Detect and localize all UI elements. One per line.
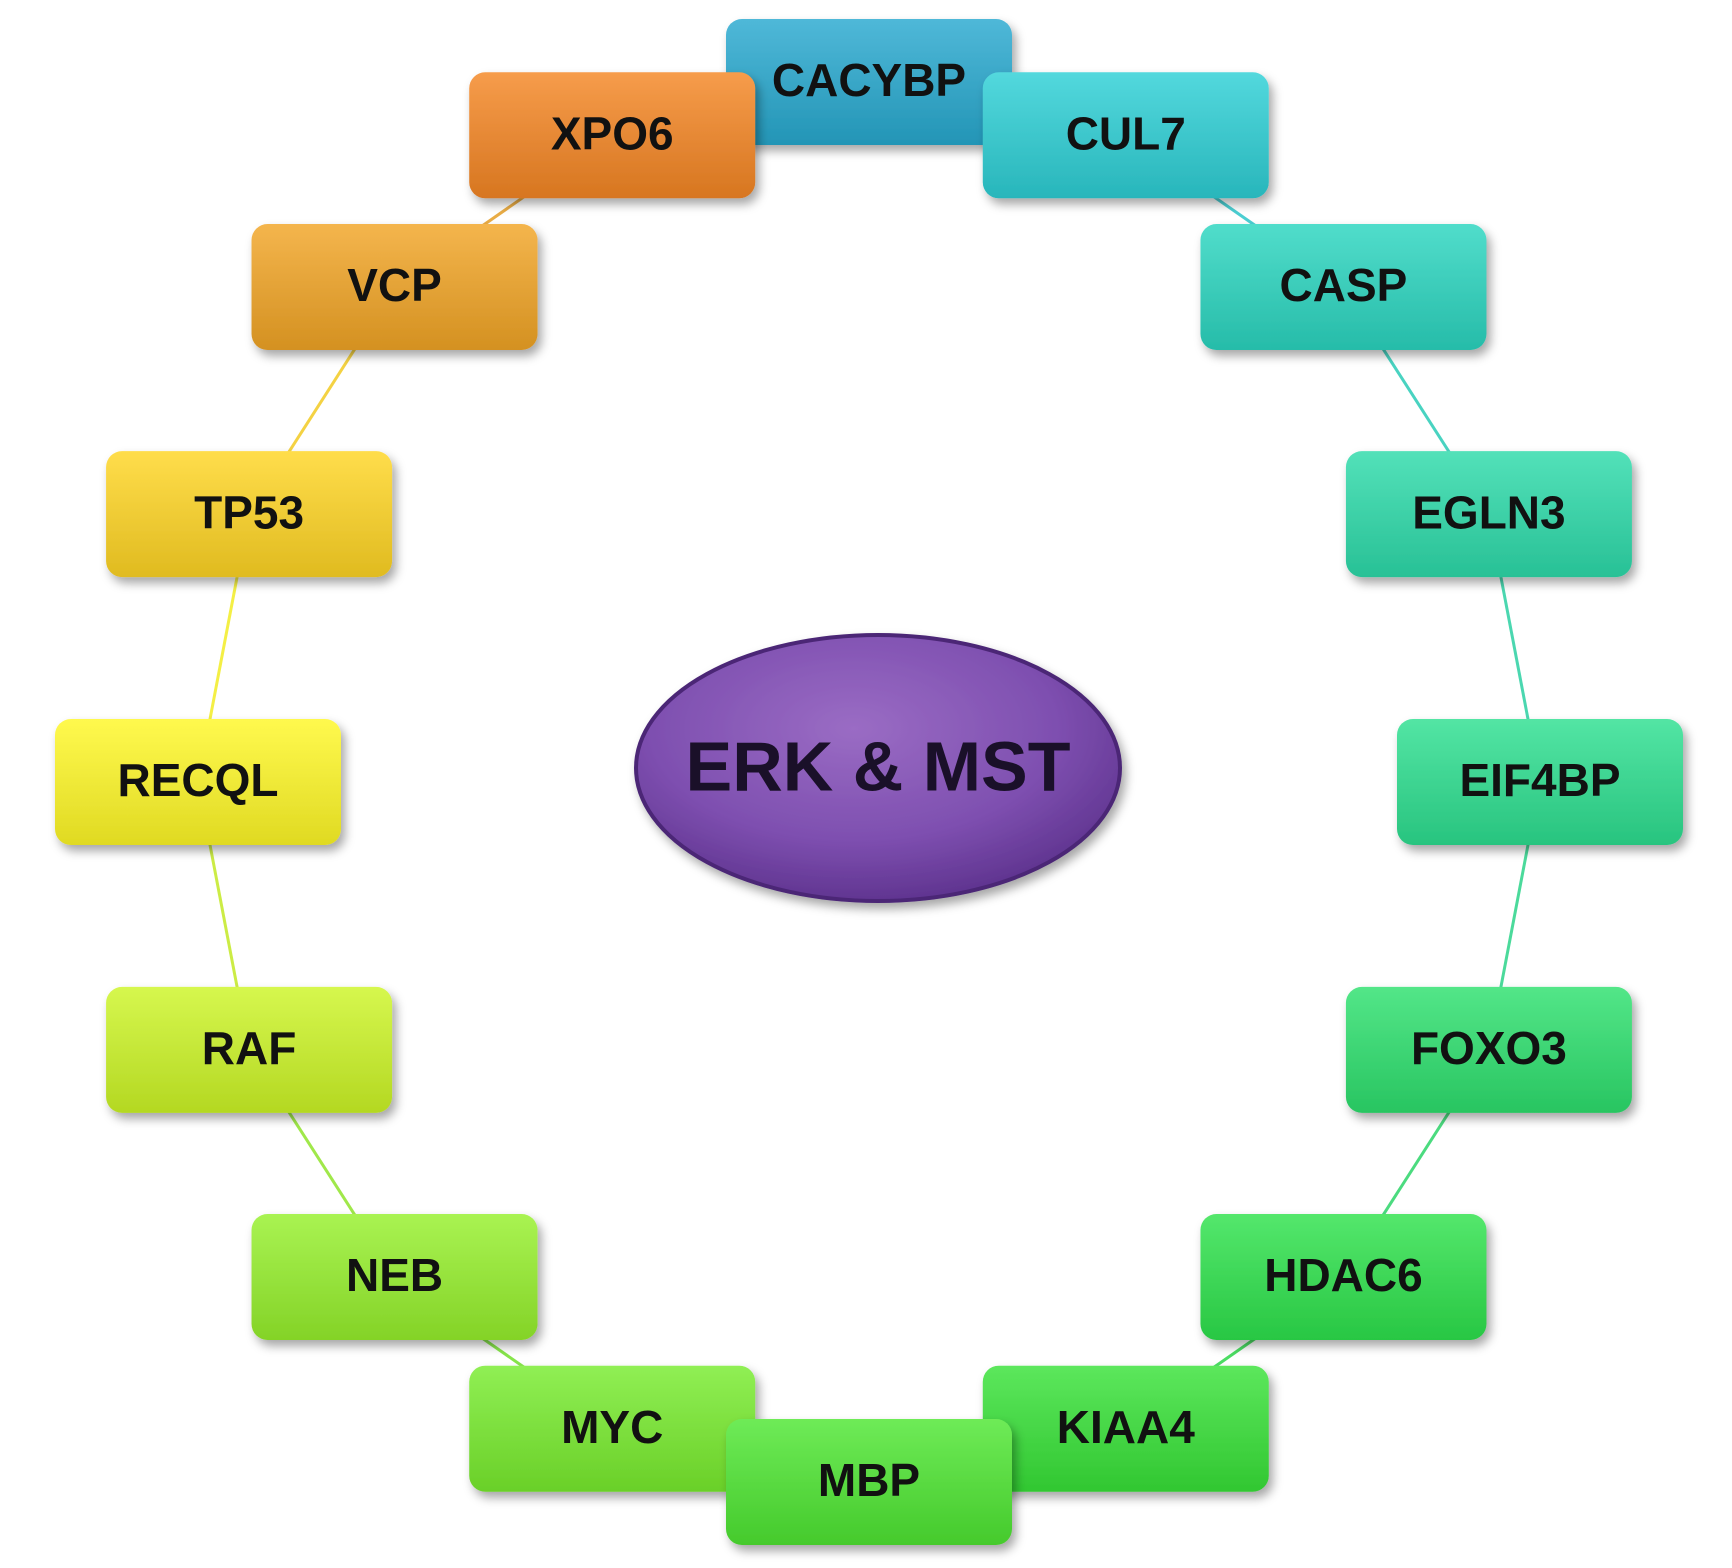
gene-node-vcp: VCP (251, 224, 538, 351)
gene-box (469, 1365, 756, 1492)
gene-node-recql: RECQL (55, 719, 341, 845)
gene-label: CASP (1280, 259, 1408, 311)
gene-label: TP53 (194, 486, 304, 538)
gene-box (469, 72, 756, 199)
gene-box (1345, 451, 1632, 578)
gene-node-casp: CASP (1200, 224, 1487, 351)
gene-label: CUL7 (1066, 107, 1186, 159)
gene-label: VCP (347, 259, 442, 311)
gene-box (251, 224, 538, 351)
gene-node-myc: MYC (469, 1365, 756, 1492)
gene-box (1200, 1213, 1487, 1340)
gene-node-raf: RAF (106, 986, 393, 1113)
gene-label: HDAC6 (1264, 1249, 1422, 1301)
gene-node-foxo3: FOXO3 (1345, 986, 1632, 1113)
gene-box (1200, 224, 1487, 351)
gene-node-cul7: CUL7 (982, 72, 1269, 199)
center-ellipse (634, 633, 1122, 903)
gene-box (251, 1213, 538, 1340)
gene-node-xpo6: XPO6 (469, 72, 756, 199)
gene-box (106, 451, 393, 578)
gene-node-eif4bp: EIF4BP (1397, 719, 1683, 845)
gene-label: EIF4BP (1459, 754, 1620, 806)
gene-box (1397, 719, 1683, 845)
gene-label: MBP (818, 1454, 920, 1506)
gene-label: CACYBP (772, 54, 966, 106)
gene-box (55, 719, 341, 845)
gene-box (106, 986, 393, 1113)
gene-label: RECQL (118, 754, 279, 806)
gene-node-hdac6: HDAC6 (1200, 1213, 1487, 1340)
gene-label: RAF (202, 1022, 297, 1074)
center-label: ERK & MST (686, 727, 1071, 805)
gene-box (982, 1365, 1269, 1492)
gene-label: NEB (346, 1249, 443, 1301)
gene-box (726, 19, 1012, 145)
gene-box (982, 72, 1269, 199)
gene-label: EGLN3 (1412, 486, 1565, 538)
gene-label: FOXO3 (1411, 1022, 1567, 1074)
gene-label: XPO6 (551, 107, 674, 159)
gene-box (726, 1419, 1012, 1545)
gene-label: MYC (561, 1401, 663, 1453)
center-node: ERK & MST (634, 633, 1122, 903)
gene-node-egln3: EGLN3 (1345, 451, 1632, 578)
gene-node-neb: NEB (251, 1213, 538, 1340)
gene-node-cacybp: CACYBP (726, 19, 1012, 145)
gene-label: KIAA4 (1057, 1401, 1195, 1453)
gene-node-mbp: MBP (726, 1419, 1012, 1545)
gene-box (1345, 986, 1632, 1113)
gene-node-tp53: TP53 (106, 451, 393, 578)
gene-node-kiaa4: KIAA4 (982, 1365, 1269, 1492)
